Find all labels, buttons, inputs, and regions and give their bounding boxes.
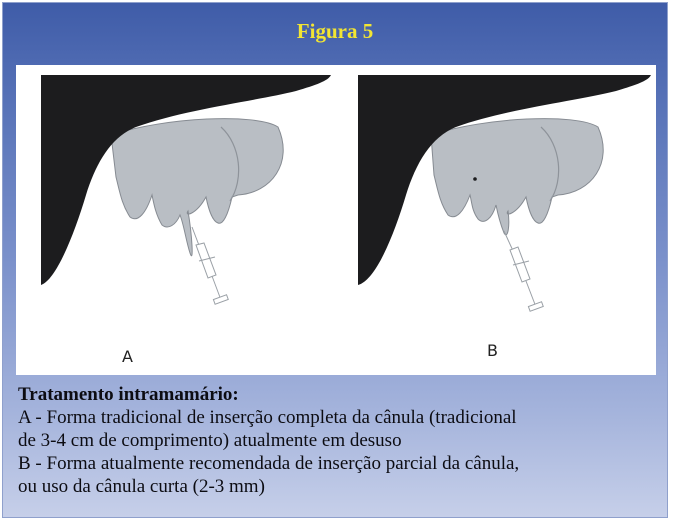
caption-line-a1: A - Forma tradicional de inserção comple…: [18, 407, 517, 428]
panel-label-b: B: [487, 341, 498, 360]
figure-caption: Tratamento intramamário: A - Forma tradi…: [18, 383, 663, 498]
syringe-icon-b: [503, 230, 544, 312]
caption-line-a2: de 3-4 cm de comprimento) atualmente em …: [18, 430, 402, 451]
syringe-icon-a: [191, 226, 229, 305]
figure-panel: A B: [16, 65, 656, 375]
caption-heading: Tratamento intramamário:: [18, 384, 239, 405]
panel-label-a: A: [122, 347, 133, 366]
udder-illustration-a: [41, 75, 331, 285]
figure-title: Figura 5: [296, 19, 374, 43]
figure-frame: Figura 5: [2, 2, 668, 518]
udder-illustration-b: [358, 75, 651, 285]
figure-illustrations: [41, 75, 651, 312]
caption-line-b2: ou uso da cânula curta (2-3 mm): [18, 476, 265, 497]
caption-line-b1: B - Forma atualmente recomendada de inse…: [18, 453, 520, 474]
